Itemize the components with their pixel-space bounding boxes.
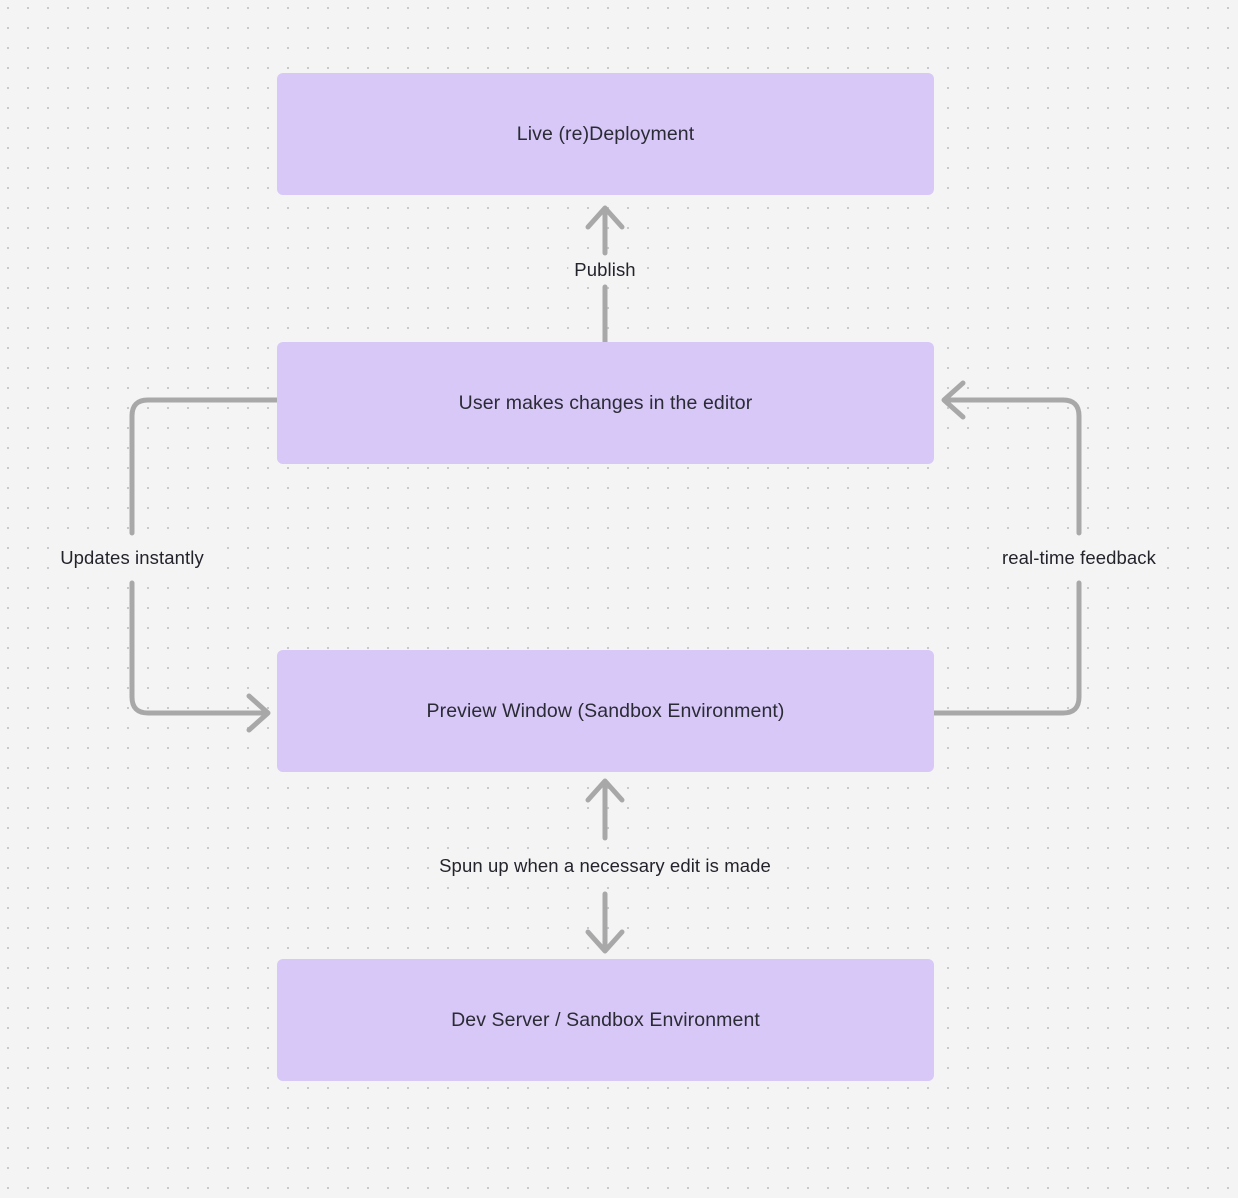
node-live-deployment-label: Live (re)Deployment bbox=[516, 122, 695, 145]
node-user-edits[interactable]: User makes changes in the editor bbox=[277, 342, 934, 464]
node-preview-window-label: Preview Window (Sandbox Environment) bbox=[426, 699, 785, 722]
edge-label-real-time-feedback: real-time feedback bbox=[996, 544, 1162, 572]
edge-label-updates-instantly: Updates instantly bbox=[54, 544, 210, 572]
edge-feedback-upper-segment bbox=[946, 397, 1082, 536]
node-dev-server[interactable]: Dev Server / Sandbox Environment bbox=[277, 959, 934, 1081]
edge-updates-upper-segment bbox=[129, 397, 280, 536]
node-user-edits-label: User makes changes in the editor bbox=[458, 391, 753, 414]
edge-feedback-arrowhead bbox=[941, 380, 966, 420]
edge-real-time-feedback[interactable] bbox=[931, 380, 1082, 716]
edge-updates-instantly[interactable] bbox=[129, 397, 280, 733]
edge-label-publish: Publish bbox=[568, 256, 642, 284]
edge-spun-up[interactable] bbox=[585, 778, 625, 954]
edge-updates-lower-segment bbox=[129, 580, 265, 716]
edge-spunup-up-arrowhead bbox=[585, 778, 625, 803]
edge-feedback-lower-segment bbox=[931, 580, 1082, 716]
node-preview-window[interactable]: Preview Window (Sandbox Environment) bbox=[277, 650, 934, 772]
edge-label-spun-up: Spun up when a necessary edit is made bbox=[433, 852, 777, 880]
edge-spunup-down-arrowhead bbox=[585, 929, 625, 954]
edge-updates-arrowhead bbox=[246, 693, 271, 733]
node-live-deployment[interactable]: Live (re)Deployment bbox=[277, 73, 934, 195]
edge-publish[interactable] bbox=[585, 205, 625, 345]
node-dev-server-label: Dev Server / Sandbox Environment bbox=[451, 1008, 760, 1031]
edge-publish-arrowhead bbox=[585, 205, 625, 230]
